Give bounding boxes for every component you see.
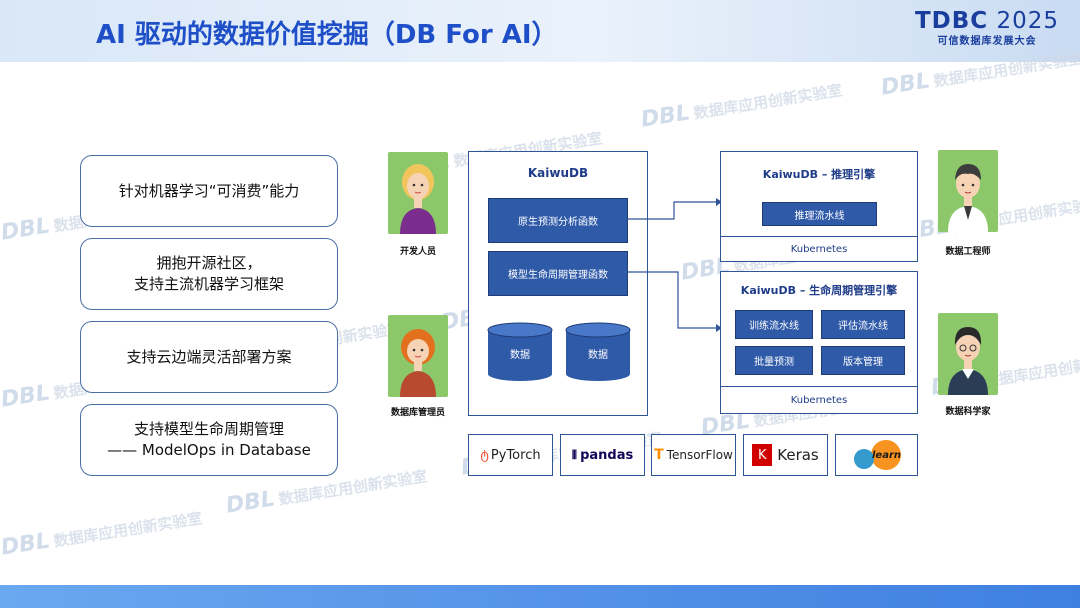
feature-ml-consumable: 针对机器学习“可消费”能力 — [80, 155, 338, 227]
lifecycle-engine-title: KaiwuDB – 生命周期管理引擎 — [740, 284, 898, 297]
logo-year: 2025 — [988, 8, 1060, 34]
keras-icon: K — [752, 444, 773, 466]
logo-subtitle: 可信数据库发展大会 — [937, 36, 1037, 47]
inference-engine-box: KaiwuDB – 推理引擎 推理流水线 Kubernetes — [720, 151, 918, 262]
data-scientist-label: 数据科学家 — [945, 407, 991, 417]
dba-label: 数据库管理员 — [390, 408, 445, 418]
sklearn-logo: learn — [835, 434, 918, 476]
kaiwudb-box: KaiwuDB 原生预测分析函数 模型生命周期管理函数 数据 数据 — [468, 151, 648, 416]
feature-line: 支持模型生命周期管理 — [133, 420, 284, 438]
feature-line: —— ModelOps in Database — [107, 441, 311, 459]
feature-open-source: 拥抱开源社区， 支持主流机器学习框架 — [80, 238, 338, 310]
pytorch-icon: ტ — [480, 447, 489, 463]
sklearn-icon — [853, 440, 901, 470]
kaiwudb-title: KaiwuDB — [527, 166, 589, 180]
lifecycle-function-box: 模型生命周期管理函数 — [488, 251, 628, 296]
footer-bar — [0, 585, 1080, 608]
developer-avatar — [388, 152, 448, 234]
data-engineer-avatar — [938, 150, 998, 232]
predict-function-box: 原生预测分析函数 — [488, 198, 628, 243]
database-label: 数据 — [588, 350, 608, 361]
tensorflow-icon: T — [654, 447, 664, 463]
data-engineer-label: 数据工程师 — [945, 247, 991, 257]
keras-logo: K Keras — [743, 434, 828, 476]
tdbc-logo: TDBC 2025 可信数据库发展大会 — [912, 8, 1062, 47]
feature-modelops: 支持模型生命周期管理 —— ModelOps in Database — [80, 404, 338, 476]
kubernetes-label: Kubernetes — [721, 236, 917, 262]
pytorch-logo: ტ PyTorch — [468, 434, 553, 476]
database-label: 数据 — [510, 350, 530, 361]
pandas-label: pandas — [580, 447, 634, 463]
tensorflow-label: TensorFlow — [666, 448, 733, 462]
header-bar — [0, 0, 1080, 62]
inference-pipeline-box: 推理流水线 — [762, 202, 877, 226]
page-title: AI 驱动的数据价值挖掘（DB For AI） — [96, 20, 558, 50]
pandas-icon: ⦀ — [571, 447, 578, 462]
kubernetes-label: Kubernetes — [721, 386, 917, 414]
developer-label: 开发人员 — [399, 247, 436, 257]
keras-label: Keras — [777, 446, 819, 464]
logo-main-text: TDBC — [914, 8, 989, 34]
data-scientist-avatar — [938, 313, 998, 395]
database-icon — [565, 322, 631, 381]
version-management-box: 版本管理 — [821, 346, 905, 375]
dba-avatar — [388, 315, 448, 397]
lifecycle-engine-box: KaiwuDB – 生命周期管理引擎 训练流水线 评估流水线 批量预测 版本管理… — [720, 271, 918, 414]
feature-line: 支持主流机器学习框架 — [133, 275, 284, 293]
feature-line: 支持云边端灵活部署方案 — [126, 347, 292, 366]
pytorch-label: PyTorch — [490, 447, 541, 463]
training-pipeline-box: 训练流水线 — [735, 310, 813, 339]
pandas-logo: ⦀ pandas — [560, 434, 645, 476]
feature-cloud-edge: 支持云边端灵活部署方案 — [80, 321, 338, 393]
feature-line: 拥抱开源社区， — [156, 254, 262, 272]
feature-line: 针对机器学习“可消费”能力 — [118, 181, 300, 200]
tensorflow-logo: T TensorFlow — [651, 434, 736, 476]
database-icon — [487, 322, 553, 381]
batch-prediction-box: 批量预测 — [735, 346, 813, 375]
inference-engine-title: KaiwuDB – 推理引擎 — [762, 168, 876, 181]
evaluation-pipeline-box: 评估流水线 — [821, 310, 905, 339]
sklearn-label: learn — [872, 450, 902, 461]
